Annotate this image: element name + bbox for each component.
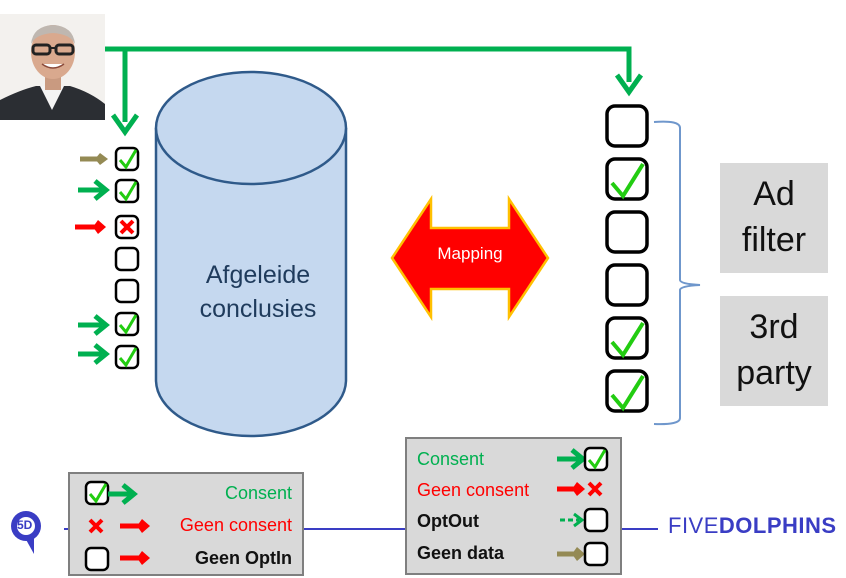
left-row-4 — [114, 246, 140, 272]
left-row-2 — [78, 178, 140, 204]
third-party-box: 3rd party — [720, 296, 828, 406]
red-diamond-arrow-icon — [557, 482, 585, 496]
olive-diamond-arrow-icon — [557, 547, 585, 561]
database-label-line2: conclusies — [199, 295, 317, 323]
ad-filter-line2: filter — [741, 221, 807, 259]
cross-icon — [88, 518, 104, 534]
left-row-3 — [75, 214, 140, 240]
grouping-bracket — [653, 120, 701, 426]
brand-name-light: FIVE — [668, 513, 719, 538]
empty-box-icon — [583, 541, 609, 567]
database-label-line1: Afgeleide — [205, 261, 311, 289]
legend-left: Consent Geen consent Geen OptIn — [68, 472, 304, 576]
green-arrow-icon — [557, 448, 587, 470]
left-checkbox-column — [75, 146, 140, 370]
checked-box-icon — [84, 480, 110, 506]
mapping-arrow — [390, 194, 550, 322]
left-row-7 — [78, 343, 140, 370]
brand-name-bold: DOLPHINS — [718, 513, 837, 538]
red-diamond-arrow-icon — [120, 519, 150, 533]
cross-icon — [587, 481, 603, 497]
legend-left-consent: Consent — [224, 483, 292, 503]
legend-right-consent: Consent — [417, 449, 485, 469]
mapping-label: Mapping — [437, 244, 503, 263]
green-arrow-icon — [108, 483, 138, 505]
legend-left-symbols — [84, 480, 150, 572]
ad-filter-line1: Ad — [753, 175, 795, 213]
dashed-green-arrow-icon — [560, 512, 585, 528]
person-photo — [0, 14, 105, 120]
third-party-line1: 3rd — [749, 308, 799, 346]
brand-wordmark: FIVEDOLPHINS — [668, 513, 837, 539]
legend-left-geen-optin: Geen OptIn — [194, 548, 292, 568]
right-checkbox-column — [605, 104, 649, 413]
legend-left-geen-consent: Geen consent — [179, 515, 292, 535]
legend-right-geen-data: Geen data — [417, 543, 505, 563]
ad-filter-box: Ad filter — [720, 163, 828, 273]
legend-right: Consent Geen consent OptOut Geen data — [405, 437, 622, 575]
left-row-6 — [78, 311, 140, 337]
empty-box-icon — [84, 546, 110, 572]
legend-right-optout: OptOut — [417, 511, 479, 531]
legend-right-symbols — [557, 446, 609, 567]
red-diamond-arrow-icon — [120, 551, 150, 565]
database-label: Afgeleide conclusies — [168, 258, 348, 326]
legend-right-geen-consent: Geen consent — [417, 480, 530, 500]
database-cylinder — [154, 70, 348, 438]
left-row-5 — [114, 278, 140, 304]
third-party-line2: party — [736, 354, 812, 392]
empty-box-icon — [583, 507, 609, 533]
consent-flow-arrows — [94, 46, 644, 137]
logo-text: 5D — [17, 518, 33, 532]
fivedolphins-logo-icon — [11, 511, 41, 554]
left-row-1 — [80, 146, 140, 172]
checked-box-icon — [583, 446, 609, 472]
